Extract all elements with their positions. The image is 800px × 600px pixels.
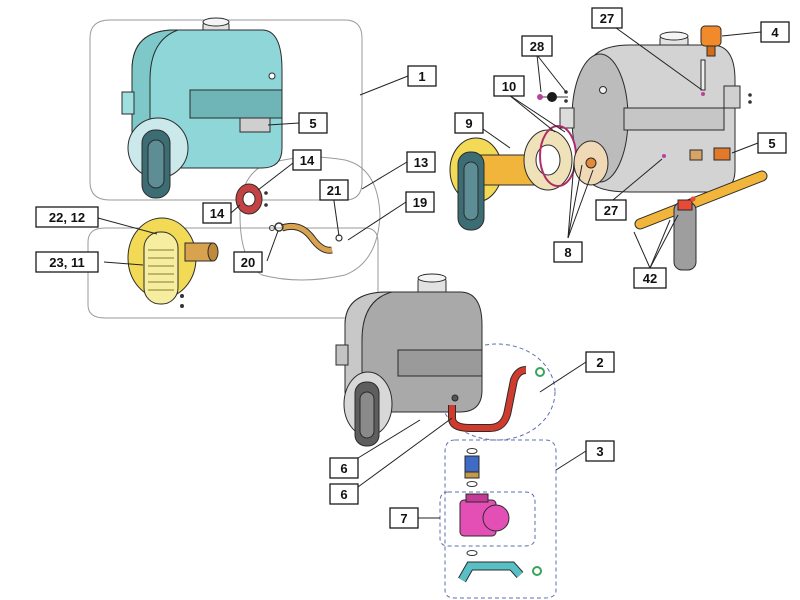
svg-text:5: 5 — [768, 136, 775, 151]
svg-text:4: 4 — [771, 25, 779, 40]
pipe-elbow-3 — [458, 550, 542, 583]
insulation-disc-8 — [573, 140, 609, 186]
callout-10: 10 — [493, 75, 525, 97]
connection-pipe-20 — [269, 222, 343, 254]
callout-28: 28 — [521, 35, 553, 57]
svg-text:19: 19 — [413, 195, 427, 210]
water-hose-2 — [448, 366, 545, 432]
callout-27-top: 27 — [591, 7, 623, 29]
svg-text:6: 6 — [340, 487, 347, 502]
svg-text:14: 14 — [210, 206, 225, 221]
assembly-outline-3 — [444, 439, 557, 599]
sensor-nipple-3 — [464, 448, 480, 487]
flue-pipe-42 — [634, 170, 768, 271]
svg-text:28: 28 — [530, 39, 544, 54]
svg-text:7: 7 — [400, 511, 407, 526]
svg-text:3: 3 — [596, 444, 603, 459]
flange-plate-yellow-left — [127, 217, 219, 308]
svg-text:27: 27 — [604, 203, 618, 218]
callout-14-lower: 14 — [202, 202, 232, 224]
callout-27-mid: 27 — [595, 199, 627, 221]
svg-text:13: 13 — [414, 155, 428, 170]
callout-9: 9 — [454, 112, 484, 134]
leader-lines — [97, 24, 762, 519]
callout-13: 13 — [406, 151, 436, 173]
svg-text:42: 42 — [643, 271, 657, 286]
callout-8: 8 — [553, 241, 583, 263]
sensor-28 — [537, 90, 568, 103]
air-vent-valve-4 — [700, 25, 722, 57]
svg-text:23, 11: 23, 11 — [49, 255, 84, 270]
svg-text:14: 14 — [300, 153, 315, 168]
burner-door-cyan-tank — [127, 117, 189, 199]
callout-7: 7 — [389, 507, 419, 529]
fitting-5-right — [689, 147, 731, 161]
callout-6-upper: 6 — [329, 457, 359, 479]
svg-text:1: 1 — [418, 69, 425, 84]
svg-text:8: 8 — [564, 245, 571, 260]
svg-text:27: 27 — [600, 11, 614, 26]
callout-20: 20 — [233, 251, 263, 273]
svg-text:9: 9 — [465, 116, 472, 131]
gasket-ring-14 — [235, 183, 268, 215]
callout-3: 3 — [585, 440, 615, 462]
assembly-outline-13 — [239, 156, 381, 281]
callout-6-lower: 6 — [329, 483, 359, 505]
callout-5-left: 5 — [298, 112, 328, 134]
assembly-outline-7 — [439, 491, 536, 547]
svg-text:6: 6 — [340, 461, 347, 476]
assembly-outline-2 — [438, 343, 556, 441]
callout-19: 19 — [405, 191, 435, 213]
small-bolts-27 — [662, 92, 705, 158]
svg-text:10: 10 — [502, 79, 516, 94]
callout-23-11: 23, 11 — [35, 251, 99, 273]
callout-5-right: 5 — [757, 132, 787, 154]
circulation-pump-7 — [459, 493, 510, 537]
svg-text:20: 20 — [241, 255, 255, 270]
callout-2: 2 — [585, 351, 615, 373]
callout-1: 1 — [407, 65, 437, 87]
boiler-tank-grey-bottom — [335, 273, 483, 447]
gasket-10 — [523, 125, 577, 191]
callout-22-12: 22, 12 — [35, 206, 99, 228]
svg-text:2: 2 — [596, 355, 603, 370]
callout-42: 42 — [633, 267, 667, 289]
callout-14-upper: 14 — [292, 149, 322, 171]
callout-4: 4 — [760, 21, 790, 43]
svg-text:21: 21 — [327, 183, 341, 198]
callout-21: 21 — [319, 179, 349, 201]
svg-text:5: 5 — [309, 116, 316, 131]
svg-text:22, 12: 22, 12 — [49, 210, 85, 225]
